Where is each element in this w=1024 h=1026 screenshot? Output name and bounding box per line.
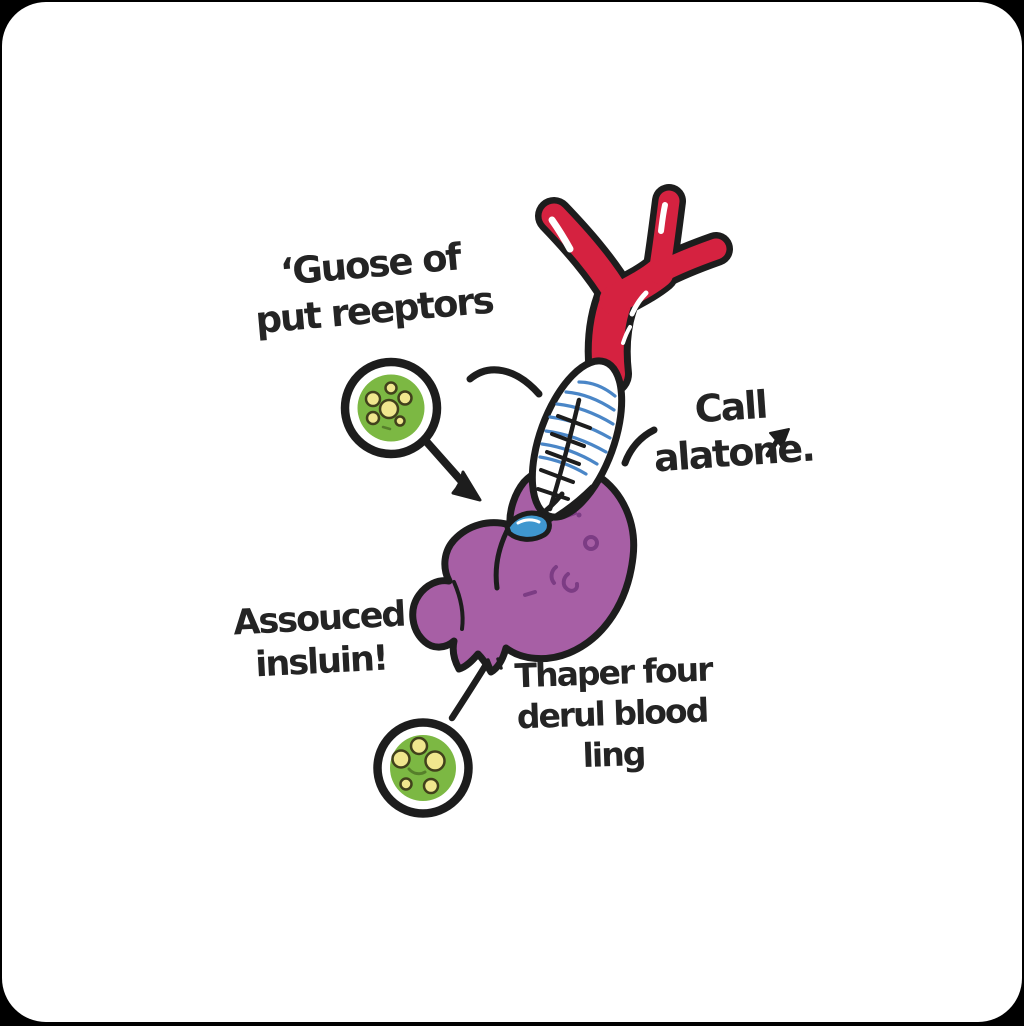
blood-vessel xyxy=(535,184,733,397)
label-line: derul blood xyxy=(516,690,708,737)
glucose-cell-bottom xyxy=(373,718,473,818)
sphincter-band xyxy=(504,510,552,542)
label-line: ling xyxy=(581,733,645,776)
glucose-cell-top xyxy=(340,357,442,459)
esophagus xyxy=(528,357,626,525)
label-line: Thaper four xyxy=(513,649,713,696)
arrow-up-right-icon xyxy=(765,428,790,458)
arrow-down-right-icon xyxy=(421,436,482,502)
label-associated-insulin: Assouced insluin! xyxy=(224,593,416,689)
label-call-alatone: Call alatone. xyxy=(647,378,817,481)
esophagus-fishbone xyxy=(536,397,592,512)
swoosh-left-stroke xyxy=(466,366,543,398)
label-blood-transfer: Thaper four derul blood ling xyxy=(513,649,713,779)
stomach xyxy=(409,461,638,676)
swoosh-right-stroke xyxy=(621,426,658,467)
